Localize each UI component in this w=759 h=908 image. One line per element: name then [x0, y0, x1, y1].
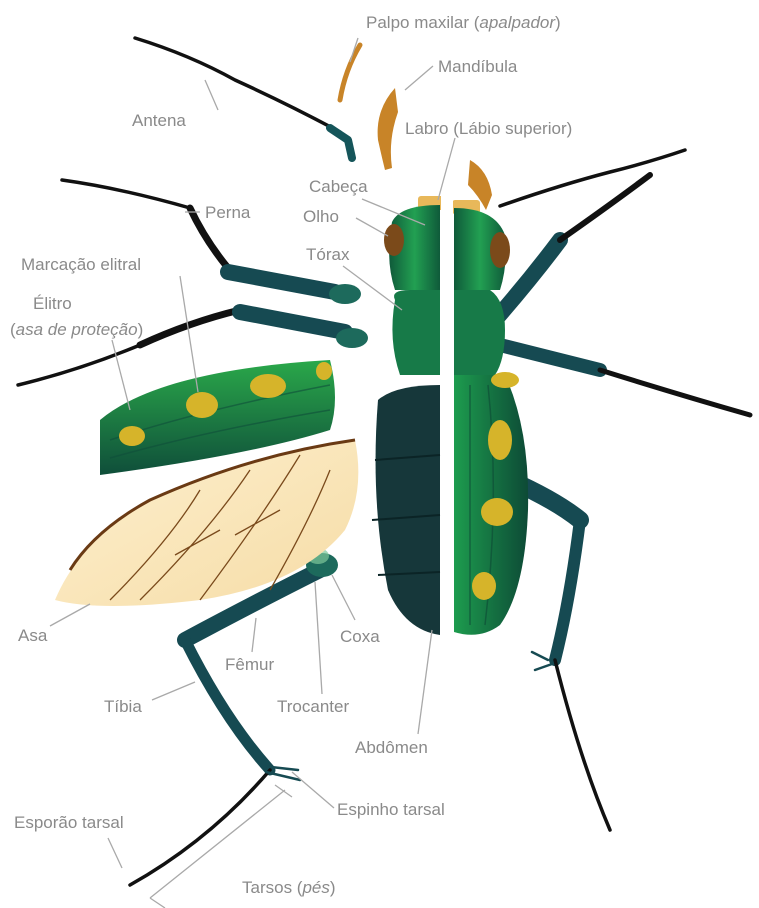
right-middle-tibia — [600, 370, 750, 415]
label-abdomen: Abdômen — [355, 738, 428, 757]
left-front-tarsus — [62, 180, 190, 208]
left-middle-femur — [240, 312, 345, 332]
right-elytron-spot-1 — [491, 372, 519, 388]
elytral-spot-2 — [186, 392, 218, 418]
label-elitro: Élitro — [33, 294, 72, 313]
label-coxa: Coxa — [340, 627, 380, 646]
label-femur: Fêmur — [225, 655, 274, 674]
label-mandibula: Mandíbula — [438, 57, 518, 76]
label-marcacao-elitral: Marcação elitral — [21, 255, 141, 274]
label-esporao-tarsal: Esporão tarsal — [14, 813, 124, 832]
label-cabeca: Cabeça — [309, 177, 368, 196]
right-front-tibia — [560, 175, 650, 240]
left-front-femur — [228, 272, 335, 292]
label-trocanter: Trocanter — [277, 697, 349, 716]
label-tibia: Tíbia — [104, 697, 142, 716]
right-hind-tarsus — [555, 660, 610, 830]
elytral-spot-3 — [250, 374, 286, 398]
right-elytron-spot-4 — [472, 572, 496, 600]
mandible-left — [378, 88, 398, 170]
left-middle-coxa — [336, 328, 368, 348]
split-line — [441, 140, 453, 640]
label-olho: Olho — [303, 207, 339, 226]
label-espinho-tarsal: Espinho tarsal — [337, 800, 445, 819]
label-palpo-maxilar: Palpo maxilar (apalpador) — [366, 13, 561, 32]
elytral-spot-1 — [119, 426, 145, 446]
label-torax: Tórax — [306, 245, 350, 264]
label-antena: Antena — [132, 111, 186, 130]
eye-left — [384, 224, 404, 256]
right-hind-tibia — [555, 520, 580, 660]
label-elitro-sub: (asa de proteção) — [10, 320, 143, 339]
right-antenna — [500, 150, 685, 206]
right-middle-femur — [500, 345, 600, 370]
elytral-spot-4 — [316, 362, 332, 380]
label-labro: Labro (Lábio superior) — [405, 119, 572, 138]
left-hind-tarsus — [130, 770, 270, 885]
left-antenna-base — [330, 128, 352, 158]
label-perna: Perna — [205, 203, 251, 222]
right-elytron-spot-2 — [488, 420, 512, 460]
label-tarsos: Tarsos (pés) — [242, 878, 336, 897]
left-front-coxa — [329, 284, 361, 304]
eye-right — [490, 232, 510, 268]
right-hind-spur — [532, 652, 552, 670]
thorax-left — [392, 290, 440, 375]
right-elytron-spot-3 — [481, 498, 513, 526]
thorax-right — [454, 290, 505, 375]
abdomen-shape — [376, 385, 440, 635]
label-asa: Asa — [18, 626, 48, 645]
maxillary-palp — [340, 45, 360, 100]
